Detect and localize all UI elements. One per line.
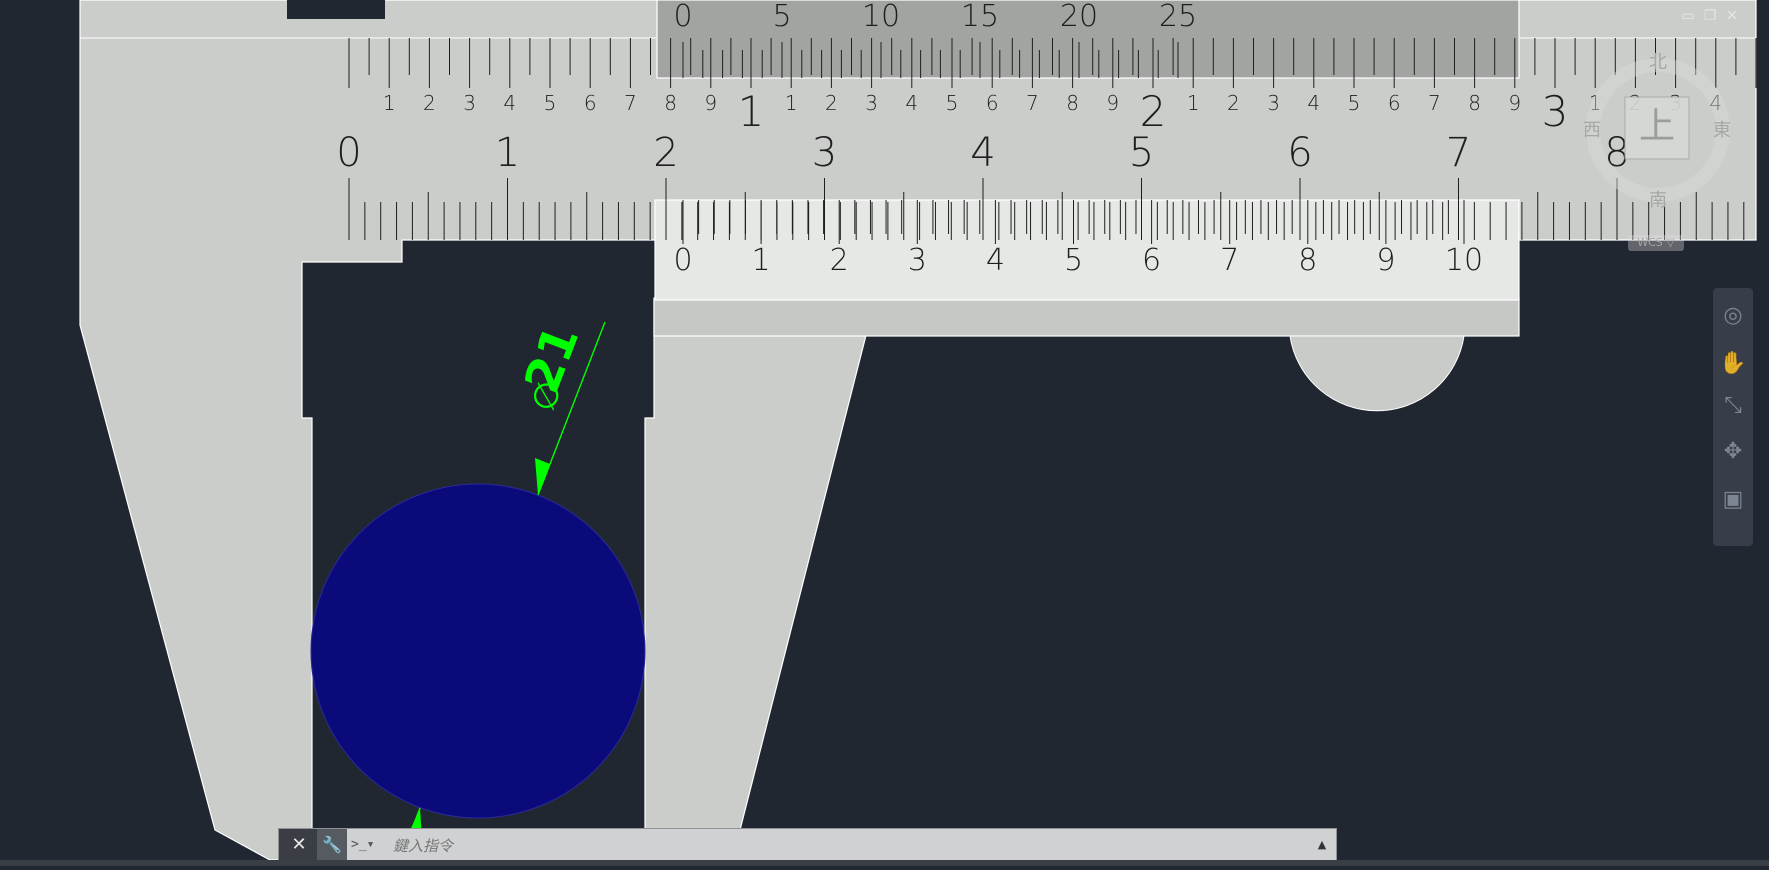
- upper-scale-label: 4: [1307, 91, 1320, 115]
- upper-vernier-label: 10: [862, 0, 900, 34]
- upper-scale-label: 1: [738, 87, 765, 136]
- main-scale-label: 5: [1129, 130, 1154, 176]
- lower-vernier-label: 6: [1142, 243, 1161, 278]
- upper-scale-label: 6: [1388, 91, 1401, 115]
- main-scale-label: 1: [495, 130, 520, 176]
- status-bar: [0, 860, 1769, 866]
- orbit-icon[interactable]: ✥: [1723, 439, 1743, 464]
- navigation-bar: ◎ ✋ ⤡ ✥ ▣: [1713, 288, 1753, 546]
- showmotion-icon[interactable]: ▣: [1722, 487, 1744, 512]
- upper-scale-label: 3: [865, 91, 878, 115]
- upper-scale-label: 6: [584, 91, 597, 115]
- measured-part-circle[interactable]: [310, 483, 646, 819]
- upper-scale-label: 4: [503, 91, 516, 115]
- lower-vernier-label: 8: [1298, 243, 1317, 278]
- upper-vernier-label: 25: [1159, 0, 1197, 34]
- upper-vernier-label: 5: [772, 0, 791, 34]
- restore-button[interactable]: ❐: [1703, 8, 1717, 24]
- lower-vernier-label: 5: [1064, 243, 1083, 278]
- upper-scale-label: 4: [905, 91, 918, 115]
- upper-scale-label: 9: [704, 91, 717, 115]
- upper-scale-label: 9: [1106, 91, 1119, 115]
- close-icon[interactable]: ✕: [291, 834, 307, 855]
- upper-scale-label: 5: [544, 91, 557, 115]
- upper-scale-label: 1: [785, 91, 798, 115]
- upper-scale-label: 2: [1227, 91, 1240, 115]
- command-input[interactable]: [391, 833, 1295, 859]
- lower-vernier-plate: [654, 199, 1520, 301]
- wcs-menu[interactable]: WCS ▽: [1628, 235, 1684, 251]
- lower-vernier-label: 7: [1220, 243, 1239, 278]
- upper-scale-label: 2: [423, 91, 436, 115]
- upper-scale-label: 9: [1508, 91, 1521, 115]
- lower-vernier-label: 3: [908, 243, 927, 278]
- main-scale-label: 7: [1446, 130, 1471, 176]
- lower-vernier-label: 4: [986, 243, 1005, 278]
- upper-scale-label: 3: [1542, 87, 1569, 136]
- caliper-sliding-jaw: [644, 297, 1520, 861]
- lower-vernier-label: 10: [1445, 243, 1483, 278]
- upper-scale-label: 4: [1709, 91, 1722, 115]
- viewcube[interactable]: 上 北 南 東 西 WCS ▽: [1580, 40, 1740, 260]
- upper-scale-label: 2: [825, 91, 838, 115]
- upper-scale-label: 8: [1066, 91, 1079, 115]
- zoom-extents-icon[interactable]: ⤡: [1724, 393, 1742, 418]
- upper-scale-label: 1: [1589, 91, 1602, 115]
- upper-scale-label: 1: [383, 91, 396, 115]
- steering-wheel-icon[interactable]: ◎: [1723, 303, 1743, 328]
- upper-scale-label: 7: [624, 91, 637, 115]
- lower-vernier-label: 1: [752, 243, 771, 278]
- compass-west[interactable]: 西: [1583, 120, 1601, 141]
- upper-scale-label: 3: [1267, 91, 1280, 115]
- upper-vernier-label: 0: [673, 0, 692, 34]
- main-scale-label: 4: [970, 130, 995, 176]
- upper-scale-label: 8: [664, 91, 677, 115]
- viewcube-face-top[interactable]: 上: [1638, 106, 1675, 147]
- upper-scale-label: 2: [1140, 87, 1167, 136]
- main-scale-label: 3: [812, 130, 837, 176]
- command-history-arrow[interactable]: ▲: [1317, 838, 1327, 851]
- upper-scale-label: 6: [986, 91, 999, 115]
- command-line: ✕ 🔧 >_▾ ▲: [278, 828, 1337, 862]
- compass-south[interactable]: 南: [1649, 190, 1667, 211]
- lower-vernier-label: 9: [1376, 243, 1395, 278]
- minimize-button[interactable]: ▭: [1681, 8, 1695, 24]
- upper-scale-label: 7: [1026, 91, 1039, 115]
- compass-north[interactable]: 北: [1649, 52, 1667, 73]
- upper-scale-label: 1: [1187, 91, 1200, 115]
- lower-vernier-label: 2: [830, 243, 849, 278]
- close-button[interactable]: ✕: [1726, 8, 1738, 24]
- main-scale-label: 0: [336, 130, 361, 176]
- upper-vernier-label: 15: [961, 0, 999, 34]
- customize-wrench-icon[interactable]: 🔧: [317, 829, 347, 861]
- upper-scale-label: 7: [1428, 91, 1441, 115]
- compass-east[interactable]: 東: [1713, 120, 1731, 141]
- upper-scale-label: 3: [463, 91, 476, 115]
- upper-vernier-label: 20: [1060, 0, 1098, 34]
- command-line-grip[interactable]: ✕: [279, 829, 317, 861]
- pan-icon[interactable]: ✋: [1719, 351, 1747, 376]
- upper-scale-label: 8: [1468, 91, 1481, 115]
- upper-scale-label: 5: [946, 91, 959, 115]
- command-prompt-icon[interactable]: >_▾: [351, 837, 375, 852]
- upper-scale-label: 5: [1348, 91, 1361, 115]
- main-scale-label: 2: [653, 130, 678, 176]
- main-scale-label: 6: [1287, 130, 1312, 176]
- upper-vernier-plate: [656, 0, 1520, 79]
- lower-vernier-label: 0: [673, 243, 692, 278]
